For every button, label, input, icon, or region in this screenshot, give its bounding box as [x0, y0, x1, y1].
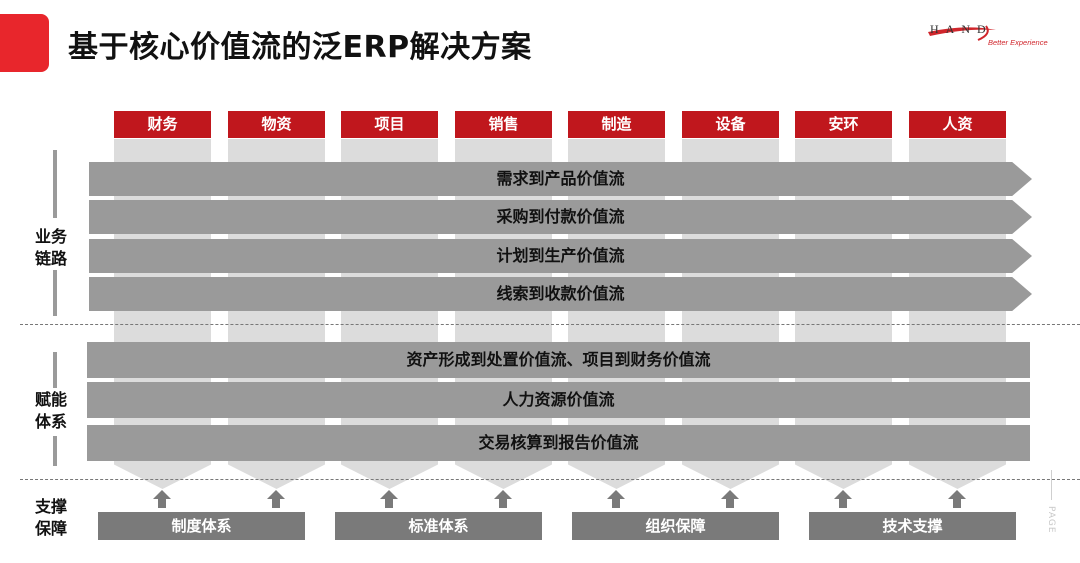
up-arrow-icon — [948, 490, 966, 508]
section-line — [53, 436, 57, 466]
support-item-regulations: 制度体系 — [98, 512, 305, 540]
support-item-technology: 技术支撑 — [809, 512, 1016, 540]
enablement-label: 赋能 体系 — [30, 389, 72, 433]
column-header-safety: 安环 — [795, 111, 892, 138]
value-stream-bar: 线索到收款价值流 — [89, 277, 1032, 311]
support-item-organization: 组织保障 — [572, 512, 779, 540]
up-arrow-icon — [153, 490, 171, 508]
column-header-manufacturing: 制造 — [568, 111, 665, 138]
enablement-bar: 人力资源价值流 — [87, 382, 1030, 418]
section-line — [53, 150, 57, 218]
column-header-projects: 项目 — [341, 111, 438, 138]
enablement-bar: 交易核算到报告价值流 — [87, 425, 1030, 461]
enablement-bar: 资产形成到处置价值流、项目到财务价值流 — [87, 342, 1030, 378]
support-item-standards: 标准体系 — [335, 512, 542, 540]
value-stream-bar: 计划到生产价值流 — [89, 239, 1032, 273]
logo-text: HAND — [930, 22, 993, 36]
support-label: 支撑 保障 — [34, 497, 67, 538]
logo-swoosh-icon — [928, 25, 996, 41]
column-header-hr: 人资 — [909, 111, 1006, 138]
up-arrow-icon — [494, 490, 512, 508]
logo-tagline: Better Experience — [988, 38, 1048, 47]
up-arrow-icon — [380, 490, 398, 508]
hand-logo: HAND Better Experience — [926, 20, 1056, 54]
up-arrow-icon — [267, 490, 285, 508]
up-arrow-icon — [834, 490, 852, 508]
value-stream-bar: 采购到付款价值流 — [89, 200, 1032, 234]
section-line — [53, 352, 57, 388]
up-arrow-icon — [721, 490, 739, 508]
column-header-finance: 财务 — [114, 111, 211, 138]
up-arrow-icon — [607, 490, 625, 508]
column-header-sales: 销售 — [455, 111, 552, 138]
business-chain-label: 业务 链路 — [30, 226, 72, 270]
section-divider — [20, 479, 1080, 480]
section-line — [53, 270, 57, 316]
section-divider — [20, 324, 1080, 325]
title-accent-block — [0, 14, 49, 72]
column-header-materials: 物资 — [228, 111, 325, 138]
value-stream-bar: 需求到产品价值流 — [89, 162, 1032, 196]
page-title: 基于核心价值流的泛ERP解决方案 — [68, 30, 532, 65]
column-header-equipment: 设备 — [682, 111, 779, 138]
